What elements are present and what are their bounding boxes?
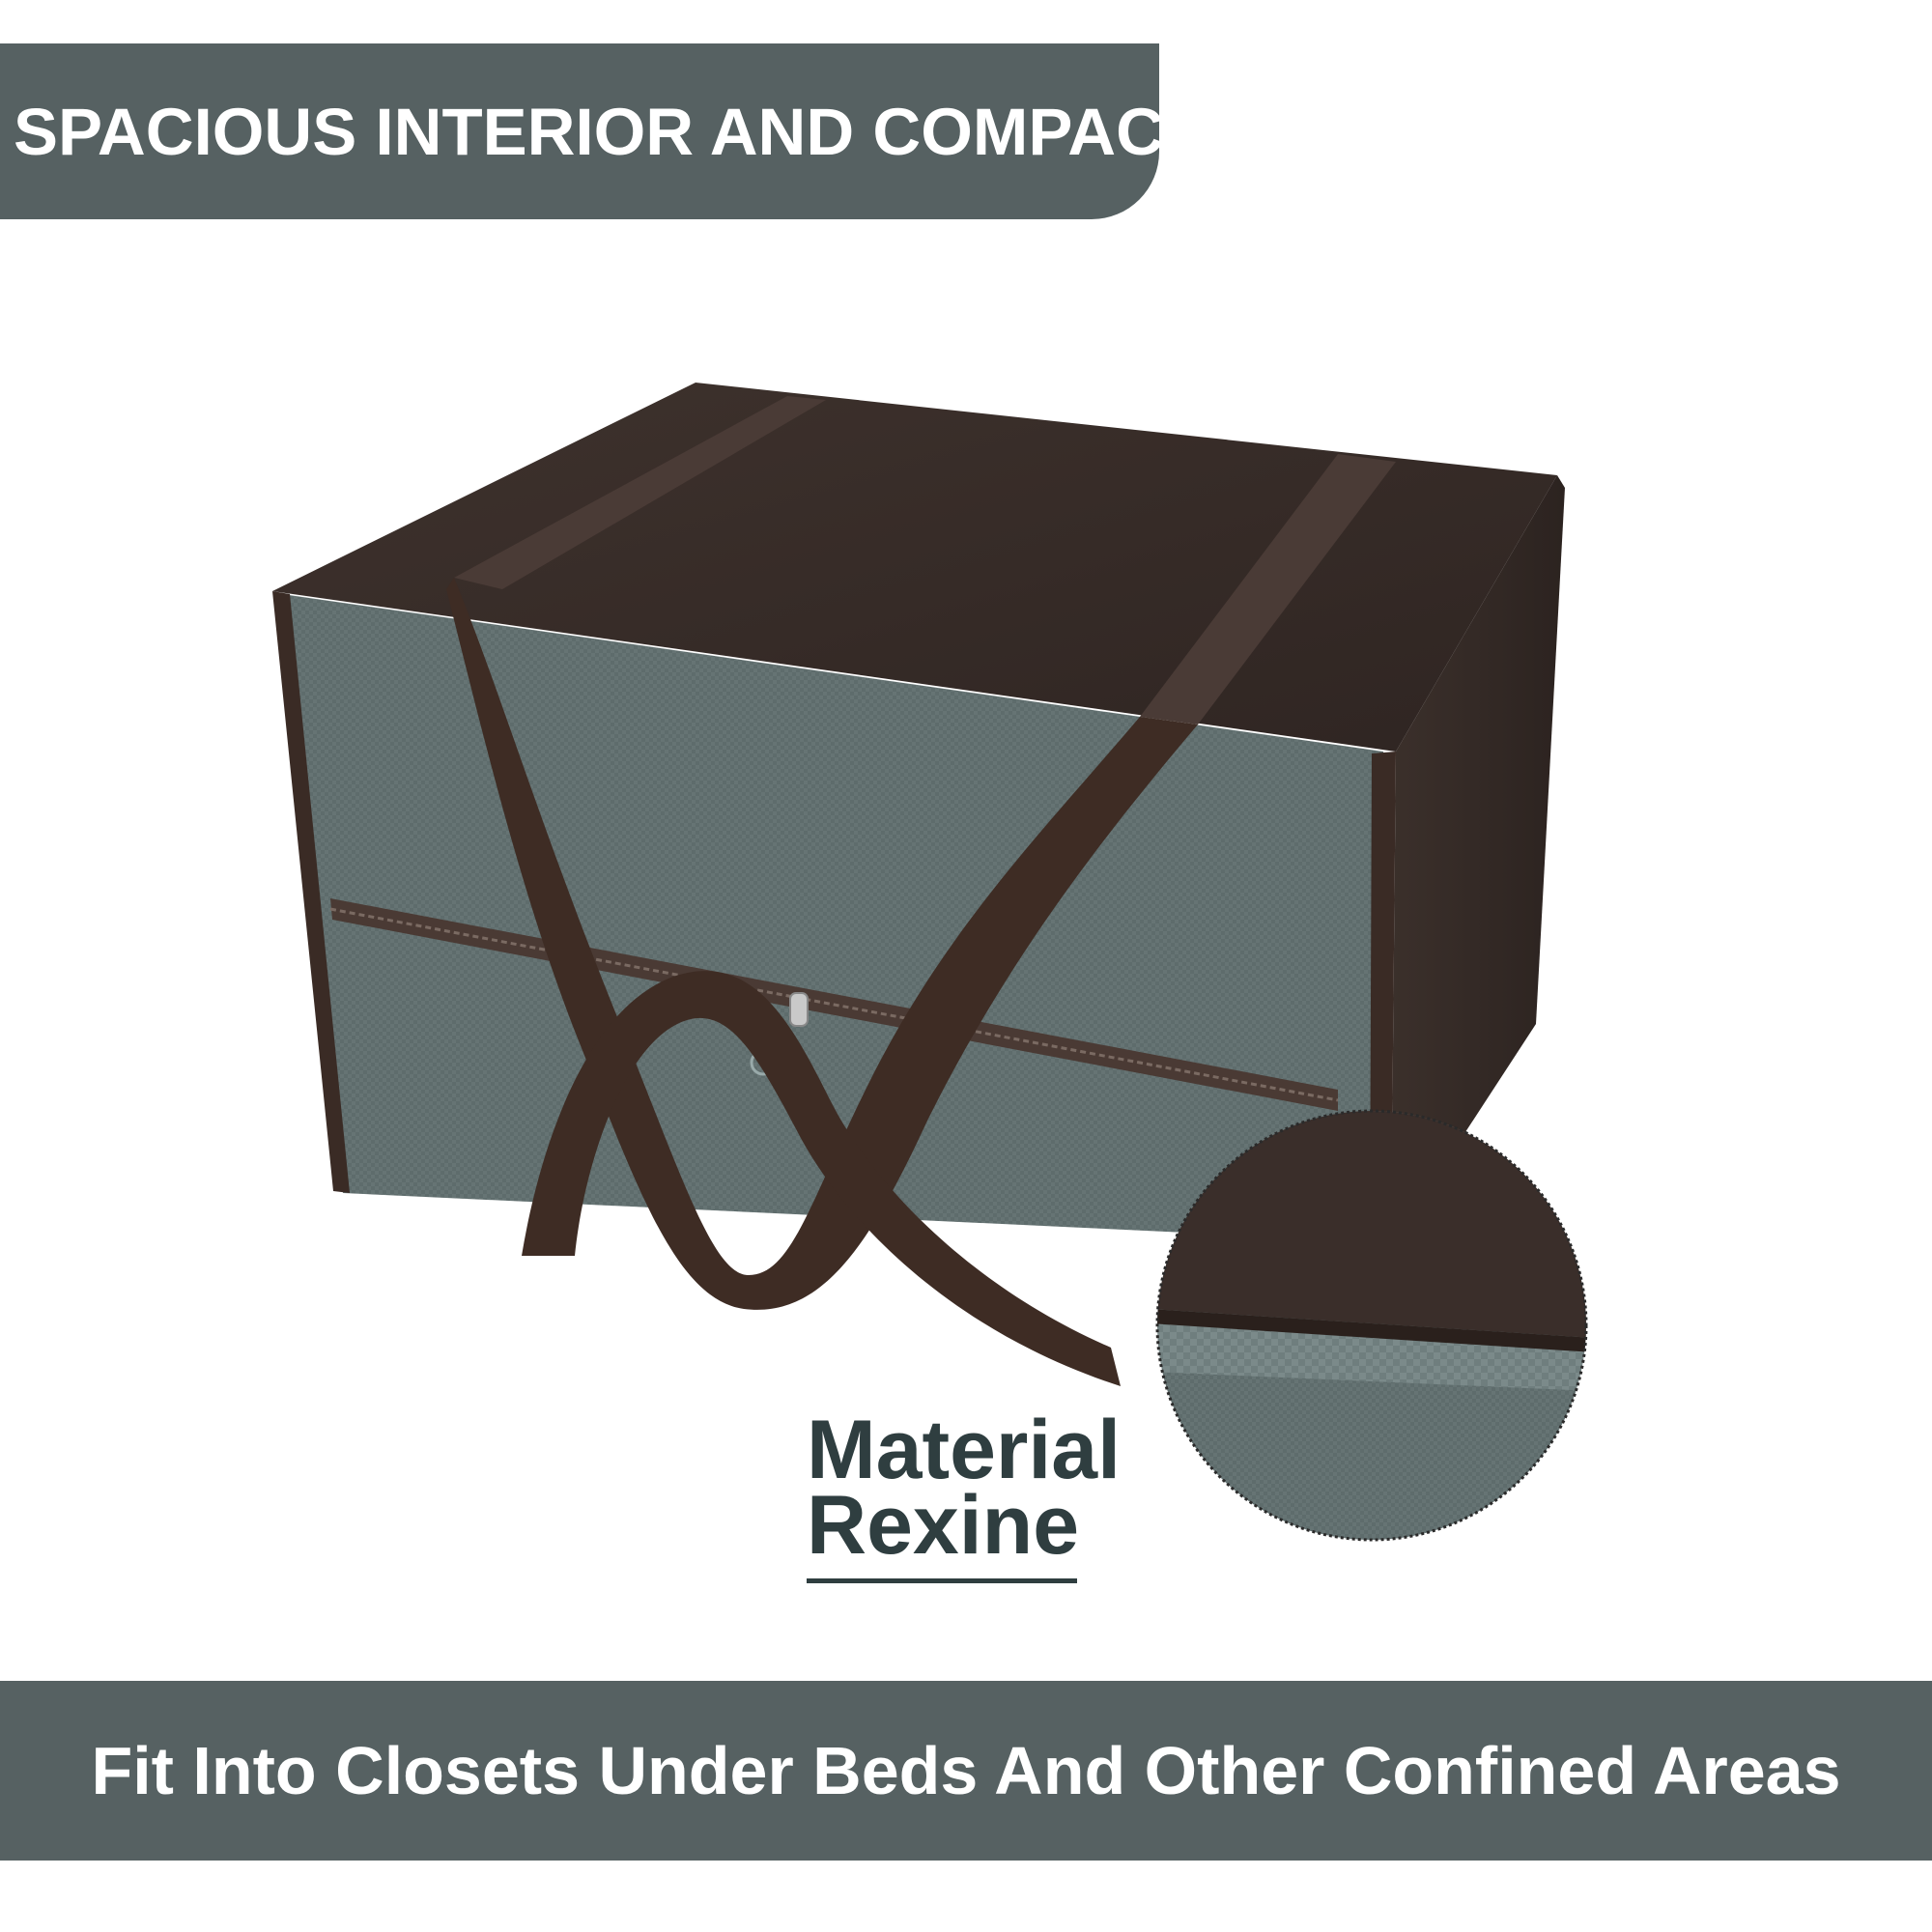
strap-cross	[522, 971, 1121, 1386]
material-label-line2: Rexine	[807, 1479, 1080, 1572]
bottom-banner: Fit Into Closets Under Beds And Other Co…	[0, 1681, 1932, 1861]
bottom-banner-text: Fit Into Closets Under Beds And Other Co…	[91, 1733, 1841, 1808]
material-zoom-circle	[1157, 1111, 1586, 1540]
material-label: Material Rexine	[807, 1404, 1154, 1583]
top-banner-text: SPACIOUS INTERIOR AND COMPACT	[14, 94, 1206, 169]
material-underline	[807, 1578, 1077, 1583]
strap-handle	[446, 578, 1198, 1310]
box-right-side	[1391, 475, 1565, 1246]
material-label-line1: Material	[807, 1404, 1122, 1496]
top-banner: SPACIOUS INTERIOR AND COMPACT	[0, 43, 1205, 219]
strap-left-top	[454, 396, 826, 589]
strap-right-top	[1140, 454, 1396, 724]
